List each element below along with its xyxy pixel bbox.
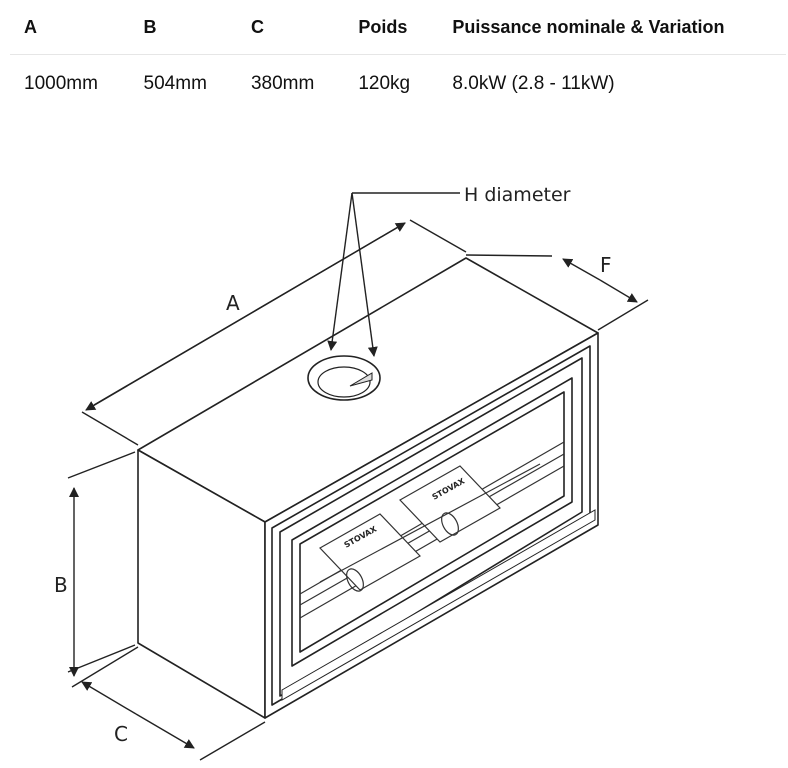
header-weight: Poids [344, 0, 439, 55]
label-c: C [114, 722, 128, 746]
header-power: Puissance nominale & Variation [438, 0, 786, 55]
front-lip [281, 509, 596, 701]
specs-table: A B C Poids Puissance nominale & Variati… [10, 0, 786, 113]
dimension-a [81, 219, 467, 446]
label-f: F [600, 253, 612, 277]
header-c: C [236, 0, 345, 55]
value-weight: 120kg [358, 73, 411, 94]
stove-dimension-diagram: STOVAX STOVAX H diameter A F B [54, 184, 649, 761]
glass-outer [291, 377, 573, 667]
dimension-b [67, 451, 136, 677]
value-power: 8.0kW (2.8 - 11kW) [452, 73, 615, 94]
value-c: 380mm [250, 73, 315, 94]
label-h-diameter: H diameter [464, 184, 571, 206]
glass-inner [299, 391, 565, 653]
door-frame-inner [279, 357, 583, 697]
flue-opening [307, 355, 381, 401]
dimension-c [71, 646, 266, 761]
header-a: A [10, 0, 130, 55]
firebox-interior [299, 441, 565, 619]
specs-value-row: 1000mm 504mm 380mm 120kg 8.0kW (2.8 - 11… [10, 55, 786, 114]
value-a: 1000mm [24, 73, 98, 94]
label-a: A [226, 291, 240, 315]
h-diameter-leader [327, 192, 460, 357]
header-b: B [129, 0, 237, 55]
specs-header-row: A B C Poids Puissance nominale & Variati… [10, 0, 786, 55]
label-b: B [54, 573, 68, 597]
dimension-f [465, 254, 649, 331]
value-b: 504mm [143, 73, 207, 94]
